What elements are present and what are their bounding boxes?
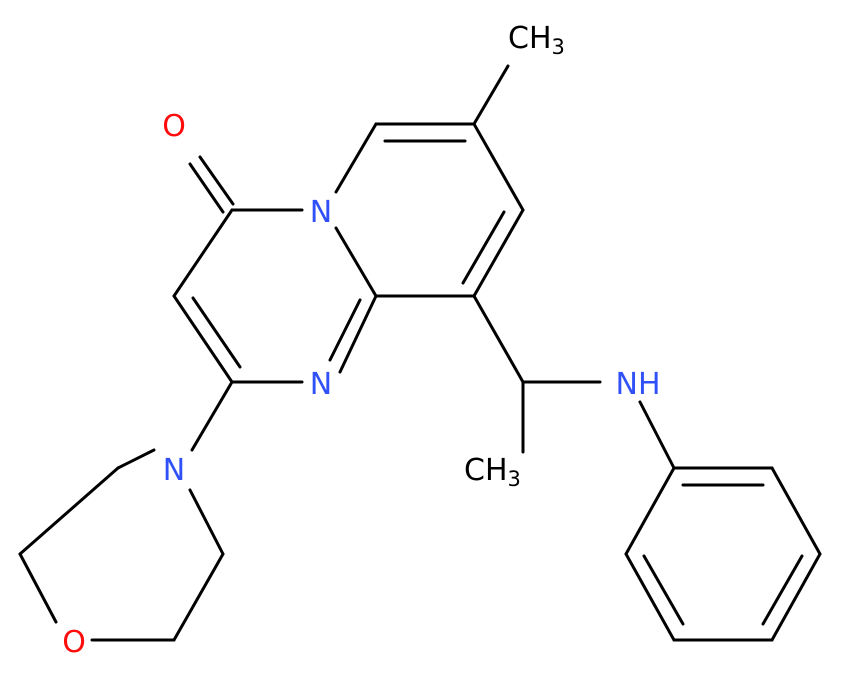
methyl-side-subscript: 3 — [508, 467, 521, 491]
bond-c7-c8 — [472, 122, 525, 212]
bond-mn-ca — [116, 448, 156, 470]
bond-ph-5-6 — [624, 552, 676, 642]
bond-nh-phenyl — [638, 400, 676, 470]
bond-c9-ch — [472, 294, 525, 384]
bond-ph-6-1 — [624, 466, 676, 556]
bond-ph-3-4-inner — [761, 554, 804, 626]
bond-c7-methyl — [472, 64, 510, 126]
bond-carbonyl-double-b — [198, 155, 235, 206]
amine-nh-label: NH — [616, 367, 661, 402]
morpholine-nitrogen-label: N — [163, 453, 185, 488]
bond-carbonyl-double-a — [188, 162, 225, 214]
bond-c4-c3 — [172, 208, 234, 298]
bond-ph-2-3 — [770, 466, 822, 556]
methyl-top-label: CH3 — [508, 21, 565, 59]
methyl-top-main: CH — [508, 21, 552, 56]
bond-c9a-n5 — [334, 226, 378, 298]
bond-ph-3-4 — [770, 552, 822, 642]
bond-c3-c2 — [172, 294, 234, 384]
atom-labels: O N N N O NH CH3 CH3 — [62, 21, 660, 660]
morpholine-oxygen-label: O — [62, 625, 86, 660]
methyl-side-main: CH — [464, 453, 508, 488]
ring-nitrogen-label: N — [310, 367, 332, 402]
bond-c8-c9-inner — [461, 210, 506, 285]
bond-c8-c9 — [472, 208, 525, 298]
methyl-side-label: CH3 — [464, 453, 521, 491]
bond-ph-5-6-inner — [642, 554, 685, 626]
bond-cb-o — [18, 552, 58, 624]
bond-cd-mn — [188, 488, 225, 556]
bond-c3-c2-inner — [191, 296, 242, 369]
bonds — [18, 64, 822, 642]
bond-n5-c6 — [334, 122, 378, 194]
bond-c2-morpholine-n — [190, 380, 234, 452]
bond-n1-c9a-inner — [328, 298, 362, 362]
bridgehead-nitrogen-label: N — [310, 195, 332, 230]
bond-ca-cb — [18, 466, 120, 556]
bond-cc-cd — [172, 552, 225, 642]
methyl-top-subscript: 3 — [552, 35, 565, 59]
bond-n1-c9a — [338, 294, 378, 374]
carbonyl-oxygen-label: O — [162, 109, 186, 144]
